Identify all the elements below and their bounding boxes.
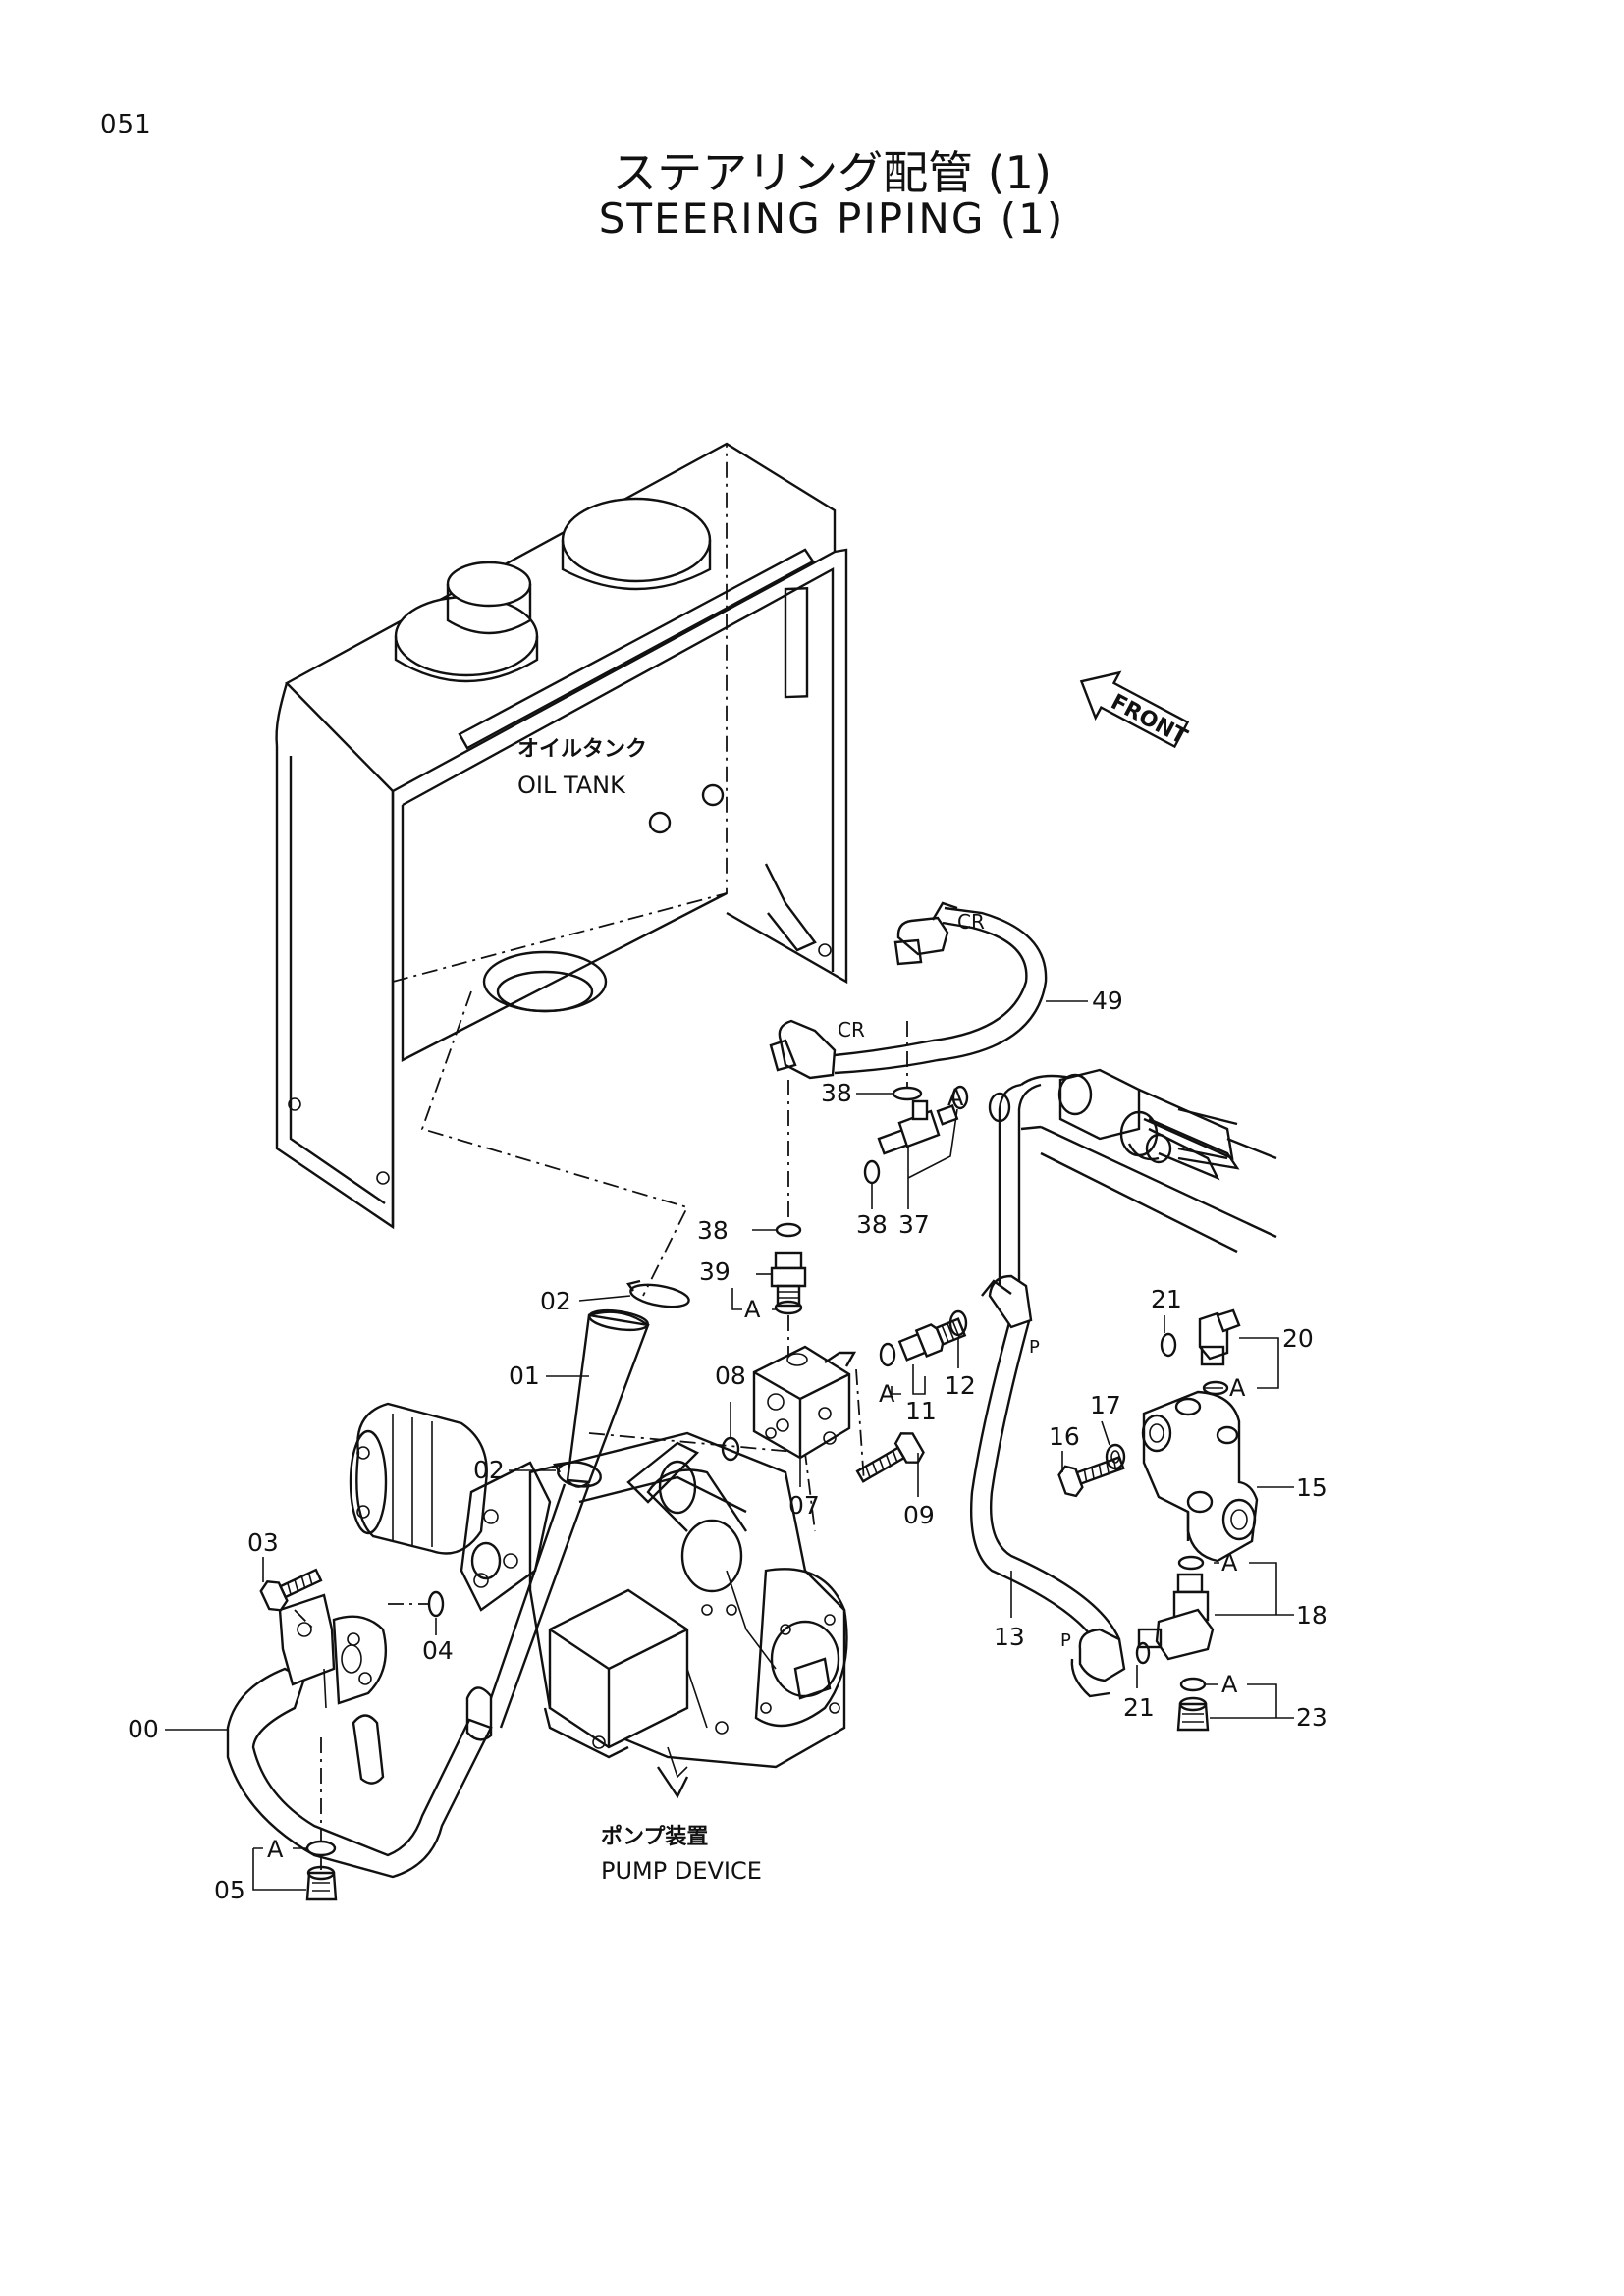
callout-49: 49 (1092, 987, 1123, 1015)
part-callouts: 49 38 38 38 37 39 02 01 08 02 07 09 11 1… (128, 987, 1327, 1904)
front-arrow: FRONT (1079, 670, 1191, 751)
bolt-09-drawing (855, 1432, 925, 1483)
a-label-11: A (879, 1380, 895, 1408)
bolt-16-drawing (1057, 1455, 1125, 1498)
oring-11-left-drawing (879, 1342, 896, 1367)
callout-39: 39 (699, 1257, 731, 1286)
front-label: FRONT (1107, 690, 1191, 751)
callout-38-c: 38 (856, 1210, 888, 1239)
oil-tank-label-jp: オイルタンク (517, 737, 647, 762)
oring-38-middle-drawing (892, 1086, 923, 1101)
oring-18-drawing (1177, 1555, 1205, 1571)
callout-09: 09 (903, 1501, 935, 1529)
callout-02-lower: 02 (473, 1456, 505, 1484)
fitting-37-drawing (877, 1099, 959, 1155)
callout-11: 11 (905, 1397, 937, 1425)
valve-15-drawing (1141, 1390, 1259, 1563)
oring-38-lower-drawing (863, 1159, 881, 1185)
a-label-18: A (1221, 1549, 1238, 1576)
callout-21-lower: 21 (1123, 1693, 1155, 1722)
a-label-23: A (1221, 1671, 1238, 1698)
plug-05-drawing (305, 1865, 338, 1901)
page-title-english: STEERING PIPING (1) (598, 194, 1065, 242)
callout-13: 13 (994, 1623, 1025, 1651)
callout-12: 12 (945, 1371, 976, 1400)
callout-23: 23 (1296, 1703, 1327, 1732)
callout-15: 15 (1296, 1473, 1327, 1502)
callout-04: 04 (422, 1636, 454, 1665)
hose-13-drawing (970, 1274, 1126, 1698)
a-label-05: A (267, 1836, 284, 1863)
page-number: 051 (100, 110, 152, 139)
p-label-lower: P (1060, 1630, 1071, 1651)
oring-21-upper-drawing (1160, 1332, 1177, 1358)
callout-21-upper: 21 (1151, 1285, 1182, 1313)
callout-20: 20 (1282, 1324, 1314, 1353)
a-label-39: A (744, 1296, 761, 1323)
callout-16: 16 (1049, 1422, 1080, 1451)
valve-block-07-drawing (752, 1345, 857, 1460)
callout-02-upper: 02 (540, 1287, 571, 1315)
washer-17-drawing (1105, 1443, 1126, 1470)
suction-pipe (489, 1483, 591, 1729)
hose-01-drawing (566, 1308, 650, 1488)
callout-18: 18 (1296, 1601, 1327, 1629)
oring-05-drawing (305, 1840, 337, 1857)
oring-12-drawing (948, 1309, 968, 1337)
callout-03: 03 (247, 1528, 279, 1557)
pump-device-label-jp: ポンプ装置 (601, 1824, 708, 1849)
oring-37-right-drawing (951, 1085, 969, 1110)
oring-08-drawing (721, 1436, 740, 1462)
fitting-39-drawing (770, 1251, 807, 1308)
callout-07: 07 (788, 1491, 820, 1520)
oil-tank-drawing (275, 442, 848, 1297)
oring-39-drawing (774, 1300, 803, 1315)
callout-08: 08 (715, 1362, 746, 1390)
pump-device-drawing (349, 1402, 848, 1799)
oil-tank-label-en: OIL TANK (517, 772, 626, 799)
pipe-00-drawing (226, 1593, 493, 1879)
oring-23-drawing (1179, 1677, 1207, 1692)
fitting-11-drawing (897, 1317, 967, 1362)
callout-37: 37 (898, 1210, 930, 1239)
oring-04-drawing (427, 1590, 445, 1618)
p-label-upper: P (1029, 1337, 1040, 1358)
oring-21-lower-drawing (1135, 1641, 1151, 1665)
fitting-20-drawing (1198, 1308, 1241, 1366)
callout-38-a: 38 (821, 1079, 852, 1107)
cr-label-upper: CR (957, 910, 985, 934)
callout-05: 05 (214, 1876, 245, 1904)
bolt-03-drawing (259, 1568, 323, 1612)
callout-38-b: 38 (697, 1216, 729, 1245)
hose-49-drawing (769, 901, 1048, 1080)
plug-23-drawing (1176, 1696, 1210, 1732)
hose-clamp-02-lower (553, 1461, 602, 1488)
fitting-18-drawing (1137, 1573, 1215, 1661)
leader-lines (165, 1000, 1294, 1891)
a-label-37: A (947, 1084, 964, 1111)
cr-label-lower: CR (838, 1018, 865, 1041)
steel-pipe-drawing (988, 1068, 1277, 1286)
page-title-japanese: ステアリング配管 (1) (612, 146, 1052, 199)
oring-38-upper-drawing (775, 1222, 802, 1238)
a-label-20: A (1229, 1374, 1246, 1402)
callout-00: 00 (128, 1715, 159, 1743)
callout-01: 01 (509, 1362, 540, 1390)
pump-device-label-en: PUMP DEVICE (601, 1857, 762, 1885)
callout-17: 17 (1090, 1391, 1121, 1419)
hose-clamp-02-upper (625, 1279, 690, 1308)
